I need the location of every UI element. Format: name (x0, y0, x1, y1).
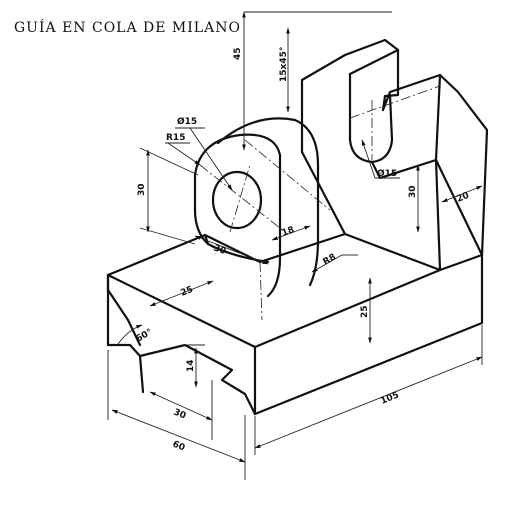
centerline-hole-a (199, 164, 286, 233)
base-top-face (106, 232, 442, 349)
base-block (106, 232, 484, 416)
label-30-right: 30 (408, 185, 418, 198)
label-60: 60 (171, 440, 186, 454)
leader-dia15-top (189, 127, 233, 191)
label-30-boss: 30 (212, 243, 227, 257)
centerline-slot-a (349, 85, 441, 119)
boss (193, 117, 320, 298)
dim-line-60 (111, 409, 246, 463)
label-25-top: 25 (179, 285, 194, 299)
label-dia15-right: Ø15 (377, 168, 397, 179)
dim-line-20 (441, 185, 483, 203)
dim-line-105 (254, 356, 483, 449)
upright-corner (434, 158, 442, 272)
label-20: 20 (455, 191, 470, 205)
boss-hole (211, 170, 263, 230)
boss-front-side (266, 153, 282, 298)
upright-top-left (300, 38, 400, 154)
boss-fillet-right (308, 238, 320, 287)
label-105: 105 (379, 390, 400, 406)
label-dia15-top: Ø15 (177, 116, 197, 127)
label-chamfer: 15x45° (279, 47, 289, 82)
centerline-hole-b (229, 164, 251, 233)
dim-line-30-boss (194, 235, 269, 265)
upright-base-join (300, 150, 347, 236)
dim-arc-60 (117, 324, 143, 345)
ext-line-30-bottom (139, 227, 196, 245)
center-lines (199, 85, 441, 321)
dimension-lines (107, 11, 483, 480)
dim-line-25-top (149, 280, 214, 307)
upright-slot-right (381, 48, 400, 112)
leader-r8 (311, 254, 343, 273)
dovetail-front (106, 343, 257, 416)
label-30-left: 30 (137, 183, 147, 196)
dim-line-18 (271, 225, 311, 241)
label-18: 18 (281, 225, 296, 239)
leader-r15 (167, 142, 201, 166)
boss-arc-back (216, 117, 320, 242)
upright-right-profile (381, 73, 489, 257)
label-45: 45 (233, 47, 243, 60)
label-14: 14 (186, 359, 196, 372)
leader-dia15-right (361, 139, 376, 179)
label-25-side: 25 (360, 305, 370, 318)
dovetail-slot-left (106, 288, 142, 347)
dovetail-inner-edge (138, 354, 145, 394)
label-30-bottom: 30 (172, 408, 187, 422)
upright-front-edge (434, 73, 484, 257)
centerline-boss-vertical (259, 261, 263, 321)
label-r15: R15 (166, 133, 185, 143)
drawing-title: GUÍA EN COLA DE MILANO (14, 20, 241, 36)
centerline-boss (244, 139, 331, 211)
label-60-deg: 60° (135, 327, 155, 344)
ext-line-30-top (139, 147, 199, 176)
base-right-face (253, 253, 484, 416)
right-upright (300, 38, 489, 272)
